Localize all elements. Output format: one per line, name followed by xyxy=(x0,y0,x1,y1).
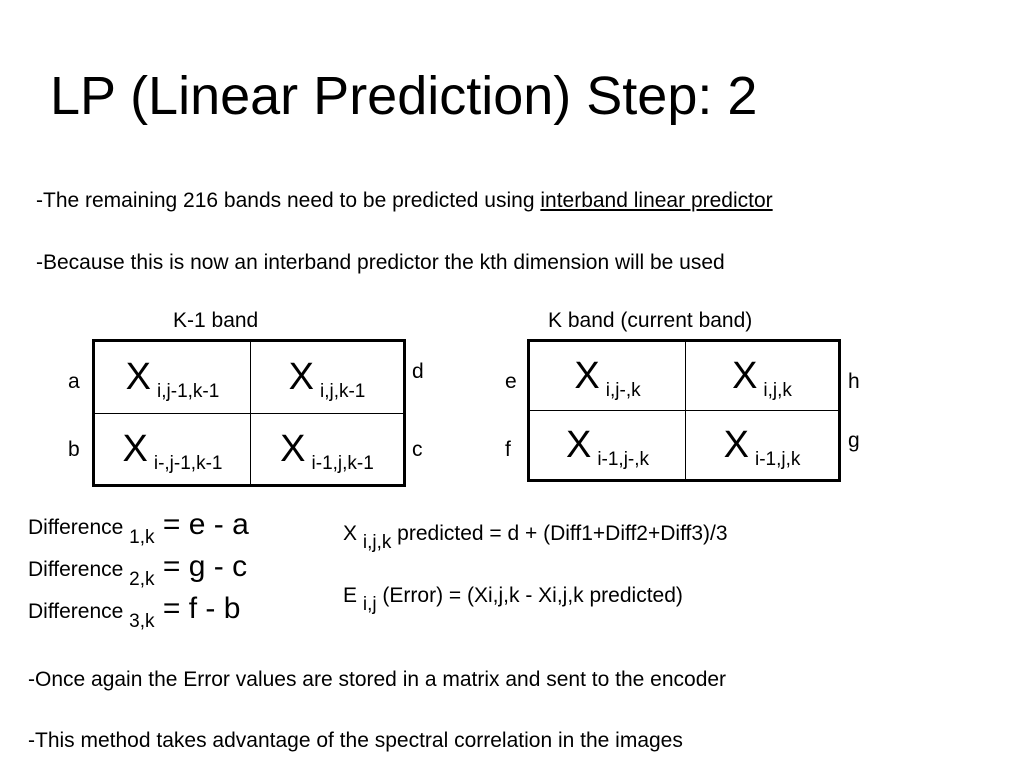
cell-subscript: i,j-1,k-1 xyxy=(157,381,220,403)
error-formula: E i,j (Error) = (Xi,j,k - Xi,j,k predict… xyxy=(343,583,683,615)
formula-e: E xyxy=(343,584,363,607)
predicted-formula: X i,j,k predicted = d + (Diff1+Diff2+Dif… xyxy=(343,521,728,553)
cell-symbol: X xyxy=(122,427,148,470)
corner-a: a xyxy=(68,370,80,393)
cell-symbol: X xyxy=(565,424,592,466)
difference-word: Difference xyxy=(28,600,130,623)
slide-title: LP (Linear Prediction) Step: 2 xyxy=(50,66,758,126)
difference-subscript: 1,k xyxy=(129,527,155,548)
difference-subscript: 2,k xyxy=(129,569,155,590)
difference-3: Difference 3,k = f - b xyxy=(28,588,240,634)
corner-b: b xyxy=(68,438,80,461)
difference-word: Difference xyxy=(28,558,130,581)
bullet-kth-dimension: -Because this is now an interband predic… xyxy=(36,251,725,274)
cell-subscript: i,j,k-1 xyxy=(319,381,366,403)
formula-rest: predicted = d + (Diff1+Diff2+Diff3)/3 xyxy=(391,522,728,545)
corner-f: f xyxy=(505,438,511,461)
cell-symbol: X xyxy=(723,424,749,466)
cell-subscript: i,j-,k xyxy=(605,380,641,401)
formula-subscript: i,j xyxy=(362,594,377,615)
cell-symbol: X xyxy=(125,356,152,399)
bullet-spectral-correlation: -This method takes advantage of the spec… xyxy=(28,729,683,752)
difference-2: Difference 2,k = g - c xyxy=(28,546,247,592)
cell-subscript: i,j,k xyxy=(763,380,792,401)
difference-expression: e - a xyxy=(188,508,249,541)
cell-symbol: X xyxy=(732,355,758,397)
corner-e: e xyxy=(505,370,517,393)
cell-subscript: i-1,j-,k xyxy=(597,449,650,470)
cell-subscript: i-1,j,k-1 xyxy=(311,452,374,474)
corner-c: c xyxy=(412,438,423,461)
corner-g: g xyxy=(848,429,860,452)
difference-equals: = xyxy=(154,508,189,541)
difference-expression: f - b xyxy=(188,592,241,625)
bullet-error-matrix: -Once again the Error values are stored … xyxy=(28,668,727,691)
cell-symbol: X xyxy=(288,356,314,399)
cell-subscript: i-,j-1,k-1 xyxy=(153,452,223,474)
difference-equals: = xyxy=(154,592,189,625)
cell-subscript: i-1,j,k xyxy=(754,449,801,470)
right-grid-label: K band (current band) xyxy=(548,309,753,332)
difference-1: Difference 1,k = e - a xyxy=(28,504,249,550)
formula-x: X xyxy=(343,522,363,545)
formula-subscript: i,j,k xyxy=(362,532,392,553)
bullet-interband: -The remaining 216 bands need to be pred… xyxy=(36,188,773,214)
bullet-interband-text: -The remaining 216 bands need to be pred… xyxy=(36,189,541,212)
difference-equals: = xyxy=(154,550,189,583)
interband-predictor-term: interband linear predictor xyxy=(540,189,773,212)
difference-word: Difference xyxy=(28,516,130,539)
cell-symbol: X xyxy=(574,355,600,397)
difference-expression: g - c xyxy=(188,550,248,583)
corner-d: d xyxy=(412,360,424,383)
formula-rest: (Error) = (Xi,j,k - Xi,j,k predicted) xyxy=(376,584,683,607)
difference-subscript: 3,k xyxy=(129,611,155,632)
corner-h: h xyxy=(848,370,860,393)
left-grid-label: K-1 band xyxy=(173,309,259,332)
cell-symbol: X xyxy=(280,427,306,470)
